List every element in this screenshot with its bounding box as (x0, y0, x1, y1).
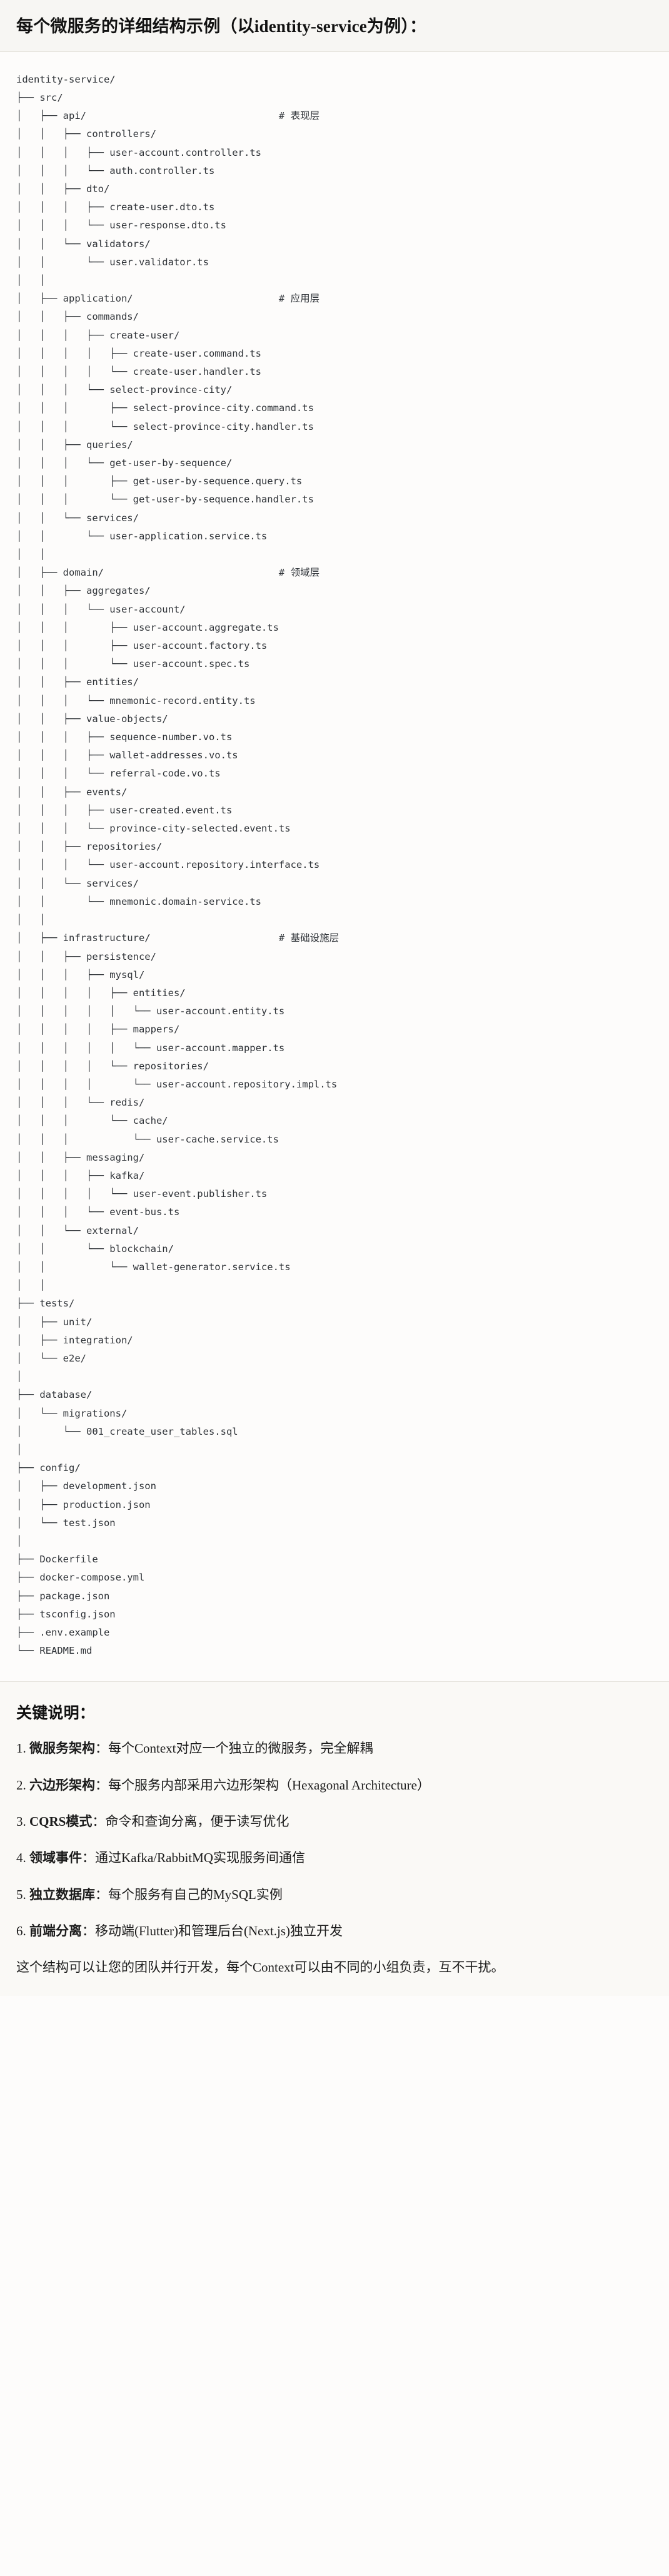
note-item: 5. 独立数据库：每个服务有自己的MySQL实例 (16, 1886, 653, 1903)
note-separator: ： (82, 1923, 95, 1939)
note-separator: ： (82, 1850, 95, 1866)
note-item: 4. 领域事件：通过Kafka/RabbitMQ实现服务间通信 (16, 1849, 653, 1866)
note-term: 微服务架构 (29, 1741, 95, 1756)
note-term: 领域事件 (29, 1850, 82, 1866)
directory-tree-block: identity-service/ ├── src/ │ ├── api/ # … (0, 51, 669, 1683)
key-notes-title: 关键说明： (16, 1705, 96, 1723)
note-separator: ： (95, 1886, 108, 1902)
note-number: 6. (16, 1923, 26, 1939)
note-term: CQRS模式 (29, 1814, 93, 1830)
note-separator: ： (95, 1777, 108, 1793)
note-number: 4. (16, 1850, 26, 1866)
note-term: 六边形架构 (29, 1777, 95, 1793)
note-separator: ： (92, 1814, 106, 1830)
note-separator: ： (95, 1741, 108, 1756)
note-description: 每个服务有自己的MySQL实例 (108, 1886, 283, 1902)
note-description: 命令和查询分离，便于读写优化 (105, 1814, 289, 1830)
note-term: 独立数据库 (29, 1886, 95, 1902)
note-description: 通过Kafka/RabbitMQ实现服务间通信 (95, 1850, 305, 1866)
note-description: 每个服务内部采用六边形架构（Hexagonal Architecture） (108, 1777, 430, 1793)
directory-tree: identity-service/ ├── src/ │ ├── api/ # … (16, 73, 340, 1657)
note-number: 5. (16, 1886, 26, 1902)
note-item: 3. CQRS模式：命令和查询分离，便于读写优化 (16, 1813, 653, 1830)
note-item: 6. 前端分离：移动端(Flutter)和管理后台(Next.js)独立开发 (16, 1922, 653, 1940)
document-page: 每个微服务的详细结构示例（以identity-service为例）： ident… (0, 0, 669, 1996)
note-number: 3. (16, 1814, 26, 1830)
key-notes-block: 关键说明： 1. 微服务架构：每个Context对应一个独立的微服务，完全解耦 … (0, 1682, 669, 1996)
heading-band: 每个微服务的详细结构示例（以identity-service为例）： (0, 0, 669, 52)
page-title: 每个微服务的详细结构示例（以identity-service为例）： (16, 17, 427, 36)
note-item: 2. 六边形架构：每个服务内部采用六边形架构（Hexagonal Archite… (16, 1776, 653, 1794)
closing-paragraph: 这个结构可以让您的团队并行开发，每个Context可以由不同的小组负责，互不干扰… (16, 1960, 505, 1975)
note-description: 移动端(Flutter)和管理后台(Next.js)独立开发 (95, 1923, 343, 1939)
note-term: 前端分离 (29, 1923, 82, 1939)
note-number: 2. (16, 1777, 26, 1793)
note-description: 每个Context对应一个独立的微服务，完全解耦 (108, 1741, 373, 1756)
note-item: 1. 微服务架构：每个Context对应一个独立的微服务，完全解耦 (16, 1739, 653, 1757)
note-number: 1. (16, 1741, 26, 1756)
